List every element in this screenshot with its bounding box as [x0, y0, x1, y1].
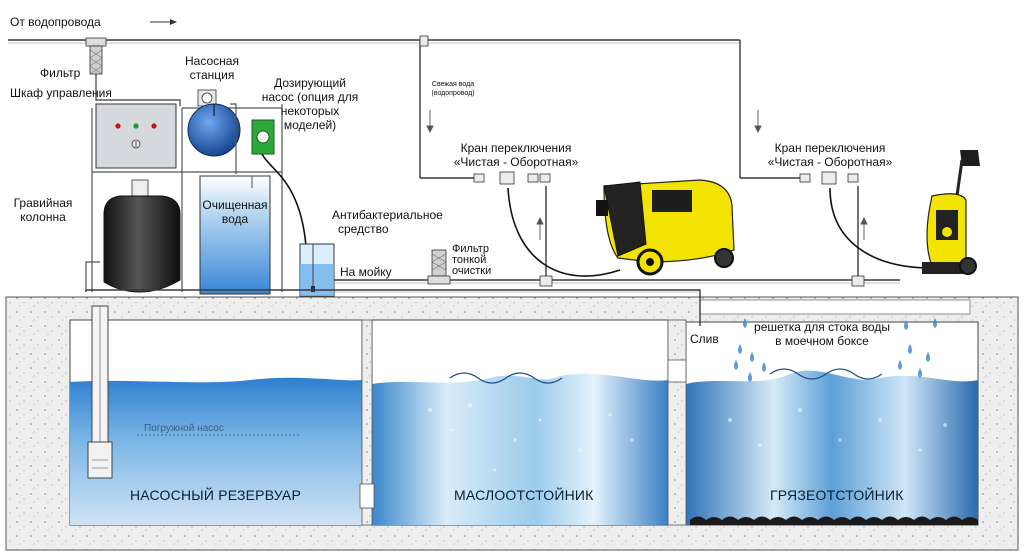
fine-filter-label-line3: очистки [452, 265, 492, 277]
sludge-tank-label: ГРЯЗЕОТСТОЙНИК [770, 487, 904, 503]
filter-icon [85, 37, 107, 75]
oil-separator-label: МАСЛООТСТОЙНИК [454, 487, 594, 503]
fine-filter-label-line1: Фильтр [452, 243, 489, 255]
arrow-right-icon [150, 19, 177, 25]
purified-water-label-line1: Очищенная [202, 198, 268, 212]
fresh-water-label-line1: Свежая вода [431, 81, 475, 88]
fine-filter [427, 249, 451, 285]
antibacterial-label-line1: Антибактериальное [332, 208, 443, 222]
pump-station-label-line1: Насосная [185, 54, 239, 68]
pump-station [187, 89, 241, 174]
gravel-column-label: Гравийная колонна [8, 196, 78, 224]
switch-valve-2-label-line2: «Чистая - Оборотная» [767, 155, 893, 169]
gravel-column-label-line2: колонна [20, 210, 66, 224]
dosing-pump [251, 119, 307, 247]
indicator-light-icon [151, 123, 157, 129]
submersible-pump [87, 305, 300, 479]
switch-valve-2-label: Кран переключения «Чистая - Оборотная» [760, 141, 900, 169]
pipework [8, 39, 933, 326]
purified-water-label-line2: вода [221, 212, 249, 226]
wash-bay-grate-label-line1: решетка для стока воды [754, 320, 890, 334]
antibacterial-label: Антибактериальное средство [332, 208, 443, 236]
dosing-pump-label-line2: насос (опция для [261, 90, 359, 104]
dosing-pump-label-line1: Дозирующий [274, 76, 346, 90]
fine-filter-label: Фильтр тонкой очистки [452, 244, 491, 277]
fresh-water-label: Свежая вода (водопровод) [420, 80, 486, 98]
gravel-column [85, 179, 181, 293]
pump-station-label: Насосная станция [180, 54, 244, 82]
filter-label: Фильтр [40, 66, 81, 80]
dosing-pump-label-line4: моделей) [283, 118, 337, 132]
pressure-washer-icon [596, 179, 735, 276]
equipment-frame [91, 104, 283, 292]
gravel-column-label-line1: Гравийная [13, 196, 73, 210]
fresh-water-label-line2: (водопровод) [431, 90, 475, 97]
fine-filter-label-line2: тонкой [452, 254, 487, 266]
tank-water [70, 368, 978, 525]
antibacterial-label-line2: средство [338, 222, 389, 236]
switch-valve-2-label-line1: Кран переключения [774, 141, 886, 155]
indicator-light-icon [115, 123, 121, 129]
drain-label: Слив [690, 332, 719, 346]
antibacterial-container [299, 243, 335, 297]
to-wash-label: На мойку [340, 265, 392, 279]
wash-bay-grate-label: решетка для стока воды в моечном боксе [752, 320, 892, 348]
valve-icon [419, 35, 865, 287]
indicator-light-icon [133, 123, 139, 129]
dosing-pump-label-line3: некоторых [280, 104, 340, 118]
pressure-washer-icon [922, 150, 980, 275]
switch-valve-1-label: Кран переключения «Чистая - Оборотная» [446, 141, 586, 169]
wash-bay-grate-label-line2: в моечном боксе [775, 334, 869, 348]
control-cabinet-label: Шкаф управления [10, 86, 112, 100]
supply-label: От водопровода [10, 15, 101, 29]
water-drop-icon [734, 318, 937, 382]
control-cabinet [95, 103, 177, 169]
dosing-pump-label: Дозирующий насос (опция для некоторых мо… [256, 76, 364, 132]
submersible-pump-label: Погружной насос [144, 423, 224, 434]
flow-arrow [426, 110, 868, 240]
pump-station-label-line2: станция [189, 68, 235, 82]
purified-water-label: Очищенная вода [198, 198, 272, 226]
switch-valve-1-label-line2: «Чистая - Оборотная» [453, 155, 579, 169]
pump-tank-label: НАСОСНЫЙ РЕЗЕРВУАР [130, 487, 302, 503]
partition-walls [359, 319, 687, 526]
switch-valve-1-label-line1: Кран переключения [460, 141, 572, 155]
purified-water-tank [199, 175, 271, 295]
